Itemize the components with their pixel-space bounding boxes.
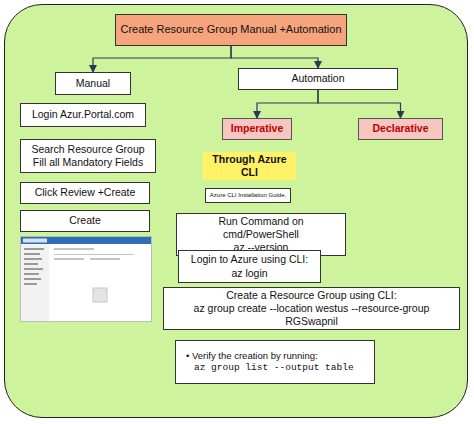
- approach-box: Imperative: [222, 118, 292, 140]
- box-text: Create a Resource Group using CLI:: [226, 289, 396, 302]
- box-text: Login to Azure using CLI:: [191, 253, 308, 266]
- branch-box: Automation: [238, 68, 398, 90]
- step-box: Create: [20, 210, 150, 232]
- step-box: Login Azur.Portal.com: [20, 103, 146, 127]
- command-text: az login: [231, 267, 267, 280]
- box-text: Create Resource Group Manual +Automation: [120, 23, 341, 37]
- box-text: Login Azur.Portal.com: [32, 108, 134, 121]
- box-text: Automation: [291, 72, 344, 85]
- portal-screenshot: [20, 236, 152, 322]
- box-text: Through Azure CLI: [206, 153, 293, 179]
- command-box: Login to Azure using CLI:az login: [178, 250, 321, 283]
- branch-arrow: [93, 46, 231, 72]
- branch-arrow: [257, 90, 318, 118]
- box-text: Azure CLI Installation Guide.: [210, 192, 286, 200]
- command-box: Create a Resource Group using CLI:az gro…: [163, 287, 460, 330]
- box-text: Click Review +Create: [35, 186, 136, 199]
- command-text: az group list --output table: [186, 362, 354, 374]
- step-box: Click Review +Create: [20, 182, 150, 204]
- box-text: Imperative: [231, 122, 284, 135]
- box-text: Manual: [76, 77, 110, 90]
- approach-box: Declarative: [358, 118, 443, 140]
- title-box: Create Resource Group Manual +Automation: [115, 14, 347, 46]
- box-text: Search Resource Group Fill all Mandatory…: [24, 143, 152, 169]
- branch-box: Manual: [55, 72, 131, 95]
- command-text: az group create --location westus --reso…: [167, 302, 456, 328]
- note-box: Azure CLI Installation Guide.: [205, 188, 291, 203]
- box-text: Declarative: [372, 122, 428, 135]
- box-text: • Verify the creation by running:: [186, 350, 318, 362]
- method-box: Through Azure CLI: [203, 152, 296, 180]
- step-box: Search Resource Group Fill all Mandatory…: [20, 139, 156, 173]
- command-box: • Verify the creation by running:az grou…: [175, 340, 375, 384]
- branch-arrow: [231, 46, 318, 68]
- branch-arrow: [318, 90, 401, 118]
- box-text: Create: [69, 214, 101, 227]
- box-text: Run Command on cmd/PowerShell: [180, 215, 342, 241]
